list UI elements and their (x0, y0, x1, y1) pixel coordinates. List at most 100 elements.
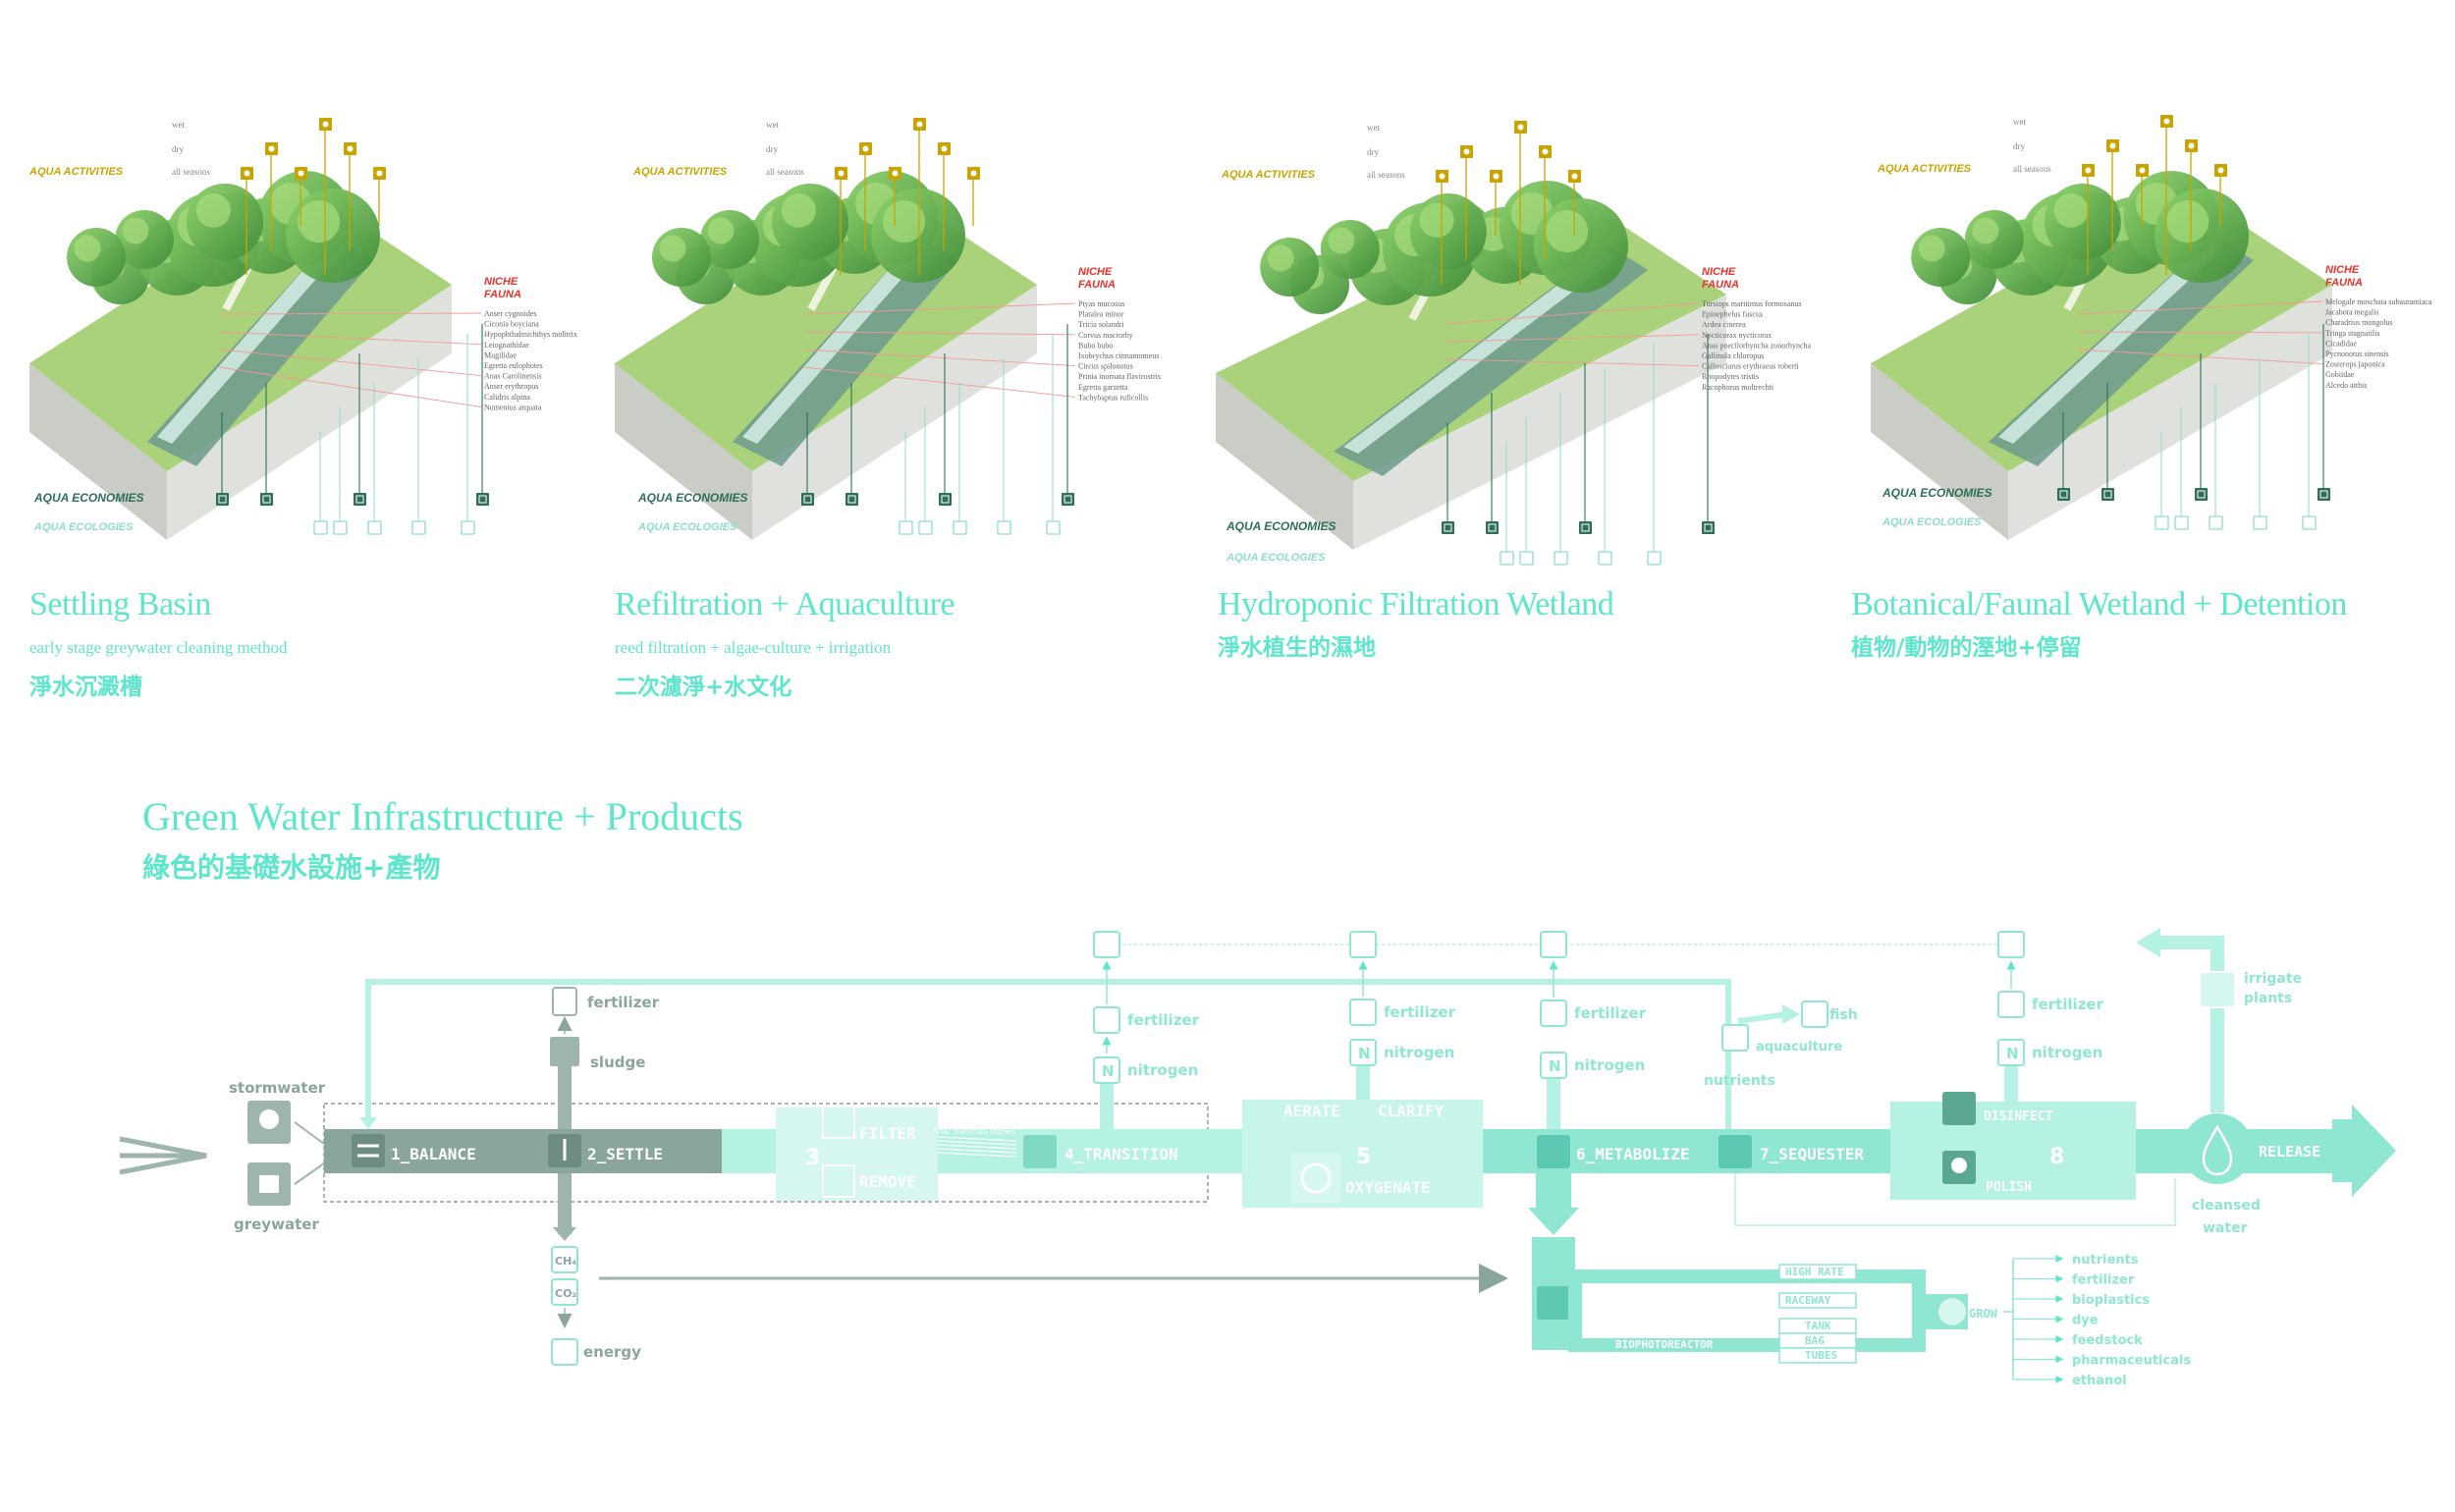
fauna-species: Tursiops maritimus formosanus (1702, 299, 1802, 308)
ch4-icon (551, 1246, 578, 1273)
economy-icon (2318, 488, 2330, 501)
stage-1-balance: 1_BALANCE (391, 1145, 476, 1163)
economy-icon-glyph (2103, 490, 2112, 499)
pond-label: P O N D (1625, 1281, 1671, 1294)
economy-icon (216, 493, 229, 506)
activity-icon-glyph (268, 145, 275, 152)
fauna-species: Tricia solandri (1078, 320, 1124, 329)
panel-1-title: Settling Basin (29, 586, 211, 622)
fauna-leader-line (804, 302, 1076, 315)
aqua-ecologies-label: AQUA ECOLOGIES (1226, 552, 1326, 564)
tree-highlight (1419, 202, 1454, 238)
infrastructure-title-chinese: 綠色的基礎水設施+產物 (142, 851, 441, 884)
transition-fertilizer-label: fertilizer (1127, 1011, 1200, 1029)
aerate-clarify-box (1242, 1100, 1483, 1208)
co2-label: CO₂ (555, 1287, 576, 1300)
fauna-species: Leiognathidae (484, 341, 529, 350)
fauna-species: Charadrius mongolus (2325, 318, 2393, 327)
activity-icon-glyph (244, 170, 250, 177)
algae-product: ethanol (2072, 1374, 2127, 1388)
water-drop-icon (2202, 1124, 2233, 1176)
fauna-species: Tachybaptus ruficollis (1078, 393, 1148, 402)
fauna-species: Melogale moschata subaurantiaca (2325, 297, 2432, 306)
fauna-species: Corvus macrorhy (1078, 331, 1133, 340)
economy-icon-glyph (1704, 523, 1713, 532)
stage-remove: REMOVE (859, 1172, 916, 1191)
fauna-species: Tringa stagnatilis (2325, 329, 2379, 338)
economy-icon-glyph (1444, 523, 1452, 532)
water-label: water (2203, 1220, 2248, 1236)
reactor-type-box (1778, 1347, 1857, 1364)
aqua-economies-label: AQUA ECONOMIES (33, 491, 144, 505)
reactor-type-label: HIGH RATE (1785, 1266, 1844, 1278)
activity-icon-glyph (298, 170, 304, 177)
disinfect-column (2004, 1060, 2018, 1102)
activity-icon-glyph (892, 170, 899, 177)
return-arrow-head (359, 1117, 377, 1129)
transition-nitrogen-label: nitrogen (1127, 1061, 1198, 1079)
filter-stream-line (937, 1152, 1017, 1158)
stage-8-number: 8 (2049, 1145, 2064, 1169)
algae-product: pharmaceuticals (2072, 1354, 2191, 1369)
stage-3-number: 3 (805, 1146, 820, 1170)
activity-icon-glyph (2085, 167, 2092, 174)
ecology-icon (313, 520, 328, 535)
disinfect-fertilizer-icon (1997, 991, 2025, 1018)
stage-5-number: 5 (1356, 1145, 1371, 1169)
niche-fauna-label: FAUNA (1702, 279, 1739, 291)
fauna-leader-line (2078, 300, 2323, 315)
fauna-species: Calidris alpina (484, 393, 530, 402)
oxygenate-icon (1291, 1154, 1340, 1203)
fauna-leader-line (804, 366, 1076, 398)
panel-3-title: Hydroponic Filtration Wetland (1218, 586, 1614, 622)
ecology-icon (411, 520, 426, 535)
balance-icon (352, 1134, 385, 1167)
economy-icon-glyph (847, 495, 856, 504)
aqua-ecologies-label: AQUA ECOLOGIES (33, 521, 134, 533)
economy-icon-glyph (355, 495, 364, 504)
metabolize-fertilizer-icon (1540, 999, 1567, 1027)
tree-highlight (2166, 200, 2210, 243)
fauna-leader-line (2078, 331, 2323, 334)
reactor-type-label: RACEWAY (1785, 1294, 1831, 1307)
stage-clarify: CLARIFY (1378, 1102, 1445, 1120)
infrastructure-title: Green Water Infrastructure + Products (142, 794, 743, 838)
block-left-face (29, 363, 167, 540)
season-wet: wet (1367, 123, 1380, 133)
greywater-connector (294, 1162, 325, 1185)
water-highlight (742, 241, 929, 444)
reactor-type-label: BAG (1805, 1334, 1825, 1347)
settle-fertilizer-label: fertilizer (587, 994, 660, 1011)
disinfect-polish-box (1890, 1102, 2136, 1200)
season-all: all seasons (172, 167, 210, 177)
aqua-ecologies-label: AQUA ECOLOGIES (1882, 516, 1982, 528)
panel-2-chinese: 二次濾淨+水文化 (615, 675, 792, 700)
aqua-activities-label: AQUA ACTIVITIES (1221, 169, 1316, 181)
activity-icon-glyph (838, 170, 845, 177)
ecology-icon (1519, 551, 1534, 566)
nutrients-label: nutrients (1704, 1073, 1775, 1089)
energy-icon (551, 1338, 578, 1366)
tree-highlight (1328, 227, 1355, 254)
grow-label: GROW (1969, 1307, 1998, 1321)
algae-product: bioplastics (2072, 1293, 2150, 1308)
panel-4-chinese: 植物/動物的溼地+停留 (1851, 635, 2082, 661)
season-wet: wet (766, 120, 779, 130)
water-channel (733, 236, 958, 466)
metabolize-column (1547, 1072, 1560, 1129)
energy-label: energy (583, 1343, 641, 1361)
economy-icon-glyph (1488, 523, 1497, 532)
season-dry: dry (766, 144, 778, 154)
fauna-leader-line (804, 331, 1076, 336)
economy-icon (1579, 521, 1592, 534)
ecology-icon (918, 520, 933, 535)
fauna-leader-line (219, 312, 482, 315)
panel-3-chinese: 淨水植生的濕地 (1218, 635, 1376, 661)
stage-oxygenate: OXYGENATE (1345, 1178, 1431, 1197)
activity-icon-glyph (1571, 173, 1578, 180)
sequester-feedback-line (1734, 1173, 2176, 1226)
water-highlight (1343, 250, 1618, 454)
economy-icon-glyph (803, 495, 812, 504)
